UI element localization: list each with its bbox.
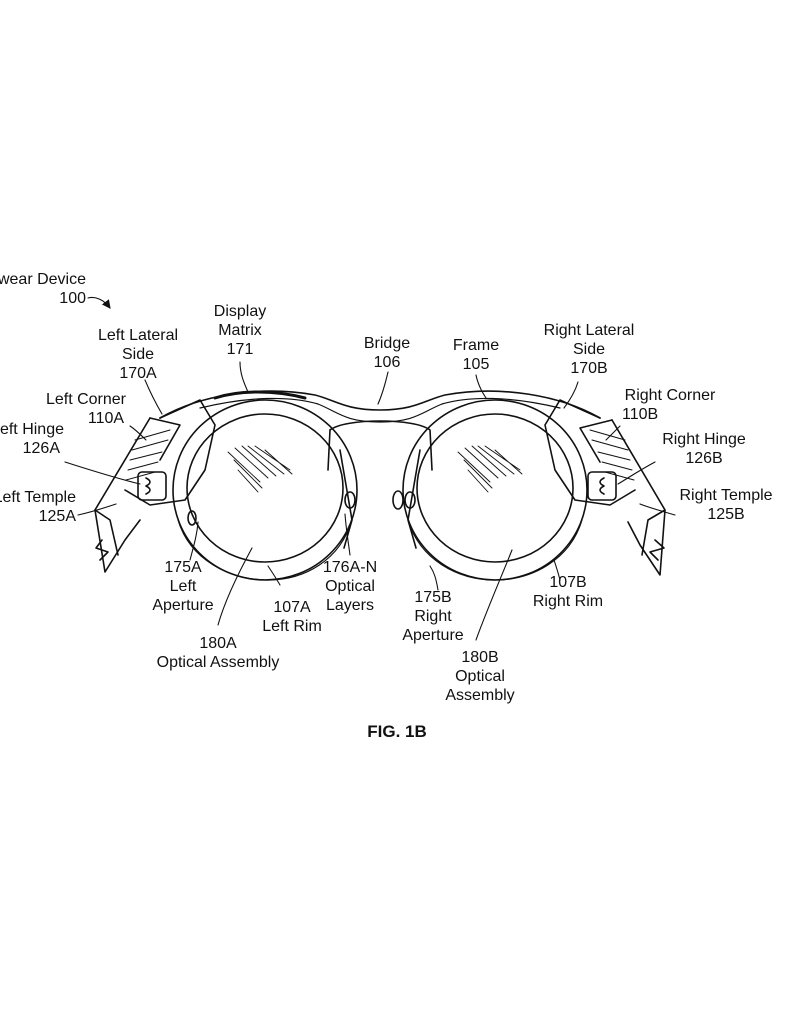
label-right-corner: Right Corner 110B bbox=[620, 386, 720, 424]
label-text: 107B bbox=[549, 574, 587, 591]
label-text: 107A bbox=[273, 599, 311, 616]
label-text: Right Lateral bbox=[543, 322, 635, 339]
label-text: 175A bbox=[164, 559, 202, 576]
label-text: Optical bbox=[325, 578, 375, 595]
label-text: Bridge bbox=[363, 335, 411, 352]
label-text: 126A bbox=[22, 440, 60, 457]
label-left-corner: Left Corner 110A bbox=[36, 390, 136, 428]
label-frame: Frame 105 bbox=[440, 336, 512, 374]
display-matrix-strip bbox=[213, 390, 307, 400]
label-text: 170B bbox=[570, 360, 608, 377]
label-text: Left Rim bbox=[262, 618, 322, 635]
label-text: Right Hinge bbox=[662, 431, 746, 448]
label-left-optical-assembly: 180A Optical Assembly bbox=[148, 634, 288, 672]
label-text: 170A bbox=[119, 365, 157, 382]
label-left-hinge: Left Hinge 126A bbox=[0, 420, 64, 458]
label-text: Matrix bbox=[218, 322, 262, 339]
label-left-temple: Left Temple 125A bbox=[0, 488, 76, 526]
figure-caption: FIG. 1B bbox=[367, 722, 427, 741]
device-title-line2: 100 bbox=[59, 290, 86, 307]
leader-lines bbox=[64, 296, 676, 641]
label-text: 180A bbox=[199, 635, 237, 652]
label-text: Left Corner bbox=[45, 391, 127, 408]
label-bridge: Bridge 106 bbox=[352, 334, 422, 372]
label-text: Right Rim bbox=[532, 593, 604, 610]
label-right-rim: 107B Right Rim bbox=[524, 573, 612, 611]
left-lens bbox=[172, 399, 358, 581]
label-text: 126B bbox=[685, 450, 723, 467]
left-corner-block bbox=[124, 399, 216, 506]
label-text: Left Hinge bbox=[0, 421, 64, 438]
right-hinge-icon bbox=[587, 471, 617, 501]
label-text: Aperture bbox=[402, 627, 464, 644]
device-title: Eyewear Device 100 bbox=[0, 270, 86, 308]
label-text: Layers bbox=[325, 597, 375, 614]
label-text: Left Temple bbox=[0, 489, 76, 506]
label-text: Side bbox=[121, 346, 155, 363]
label-text: 125B bbox=[707, 506, 745, 523]
label-text: Frame bbox=[452, 337, 500, 354]
label-left-lateral-side: Left Lateral Side 170A bbox=[88, 326, 188, 383]
label-left-rim: 107A Left Rim bbox=[250, 598, 334, 636]
right-lens bbox=[392, 399, 588, 581]
right-temple bbox=[579, 419, 666, 576]
label-right-lateral-side: Right Lateral Side 170B bbox=[536, 321, 642, 378]
label-text: Side bbox=[572, 341, 606, 358]
label-right-temple: Right Temple 125B bbox=[676, 486, 776, 524]
label-text: Right Temple bbox=[679, 487, 773, 504]
label-text: Display bbox=[213, 303, 267, 320]
label-text: 105 bbox=[462, 356, 490, 373]
label-text: 106 bbox=[373, 354, 401, 371]
label-text: Assembly bbox=[445, 687, 515, 704]
left-temple bbox=[94, 417, 181, 573]
label-text: Aperture bbox=[152, 597, 214, 614]
device-title-line1: Eyewear Device bbox=[0, 271, 86, 288]
label-text: 180B bbox=[461, 649, 499, 666]
label-text: Optical bbox=[455, 668, 505, 685]
label-text: 125A bbox=[38, 508, 76, 525]
label-display-matrix: Display Matrix 171 bbox=[195, 302, 285, 359]
label-left-aperture: 175A Left Aperture bbox=[144, 558, 222, 615]
label-right-hinge: Right Hinge 126B bbox=[656, 430, 752, 468]
label-text: Left bbox=[169, 578, 197, 595]
label-text: Right bbox=[414, 608, 452, 625]
label-right-aperture: 175B Right Aperture bbox=[394, 588, 472, 645]
label-text: 171 bbox=[226, 341, 254, 358]
label-text: 176A-N bbox=[322, 559, 378, 576]
label-text: Right Corner bbox=[624, 387, 716, 404]
label-text: 110B bbox=[622, 406, 659, 423]
label-text: Optical Assembly bbox=[156, 654, 280, 671]
label-text: Left Lateral bbox=[97, 327, 179, 344]
label-right-optical-assembly: 180B Optical Assembly bbox=[434, 648, 526, 705]
label-text: 110A bbox=[87, 410, 125, 427]
left-hinge-icon bbox=[137, 471, 167, 501]
label-text: 175B bbox=[414, 589, 452, 606]
right-corner-block bbox=[544, 399, 636, 506]
label-optical-layers: 176A-N Optical Layers bbox=[312, 558, 388, 615]
